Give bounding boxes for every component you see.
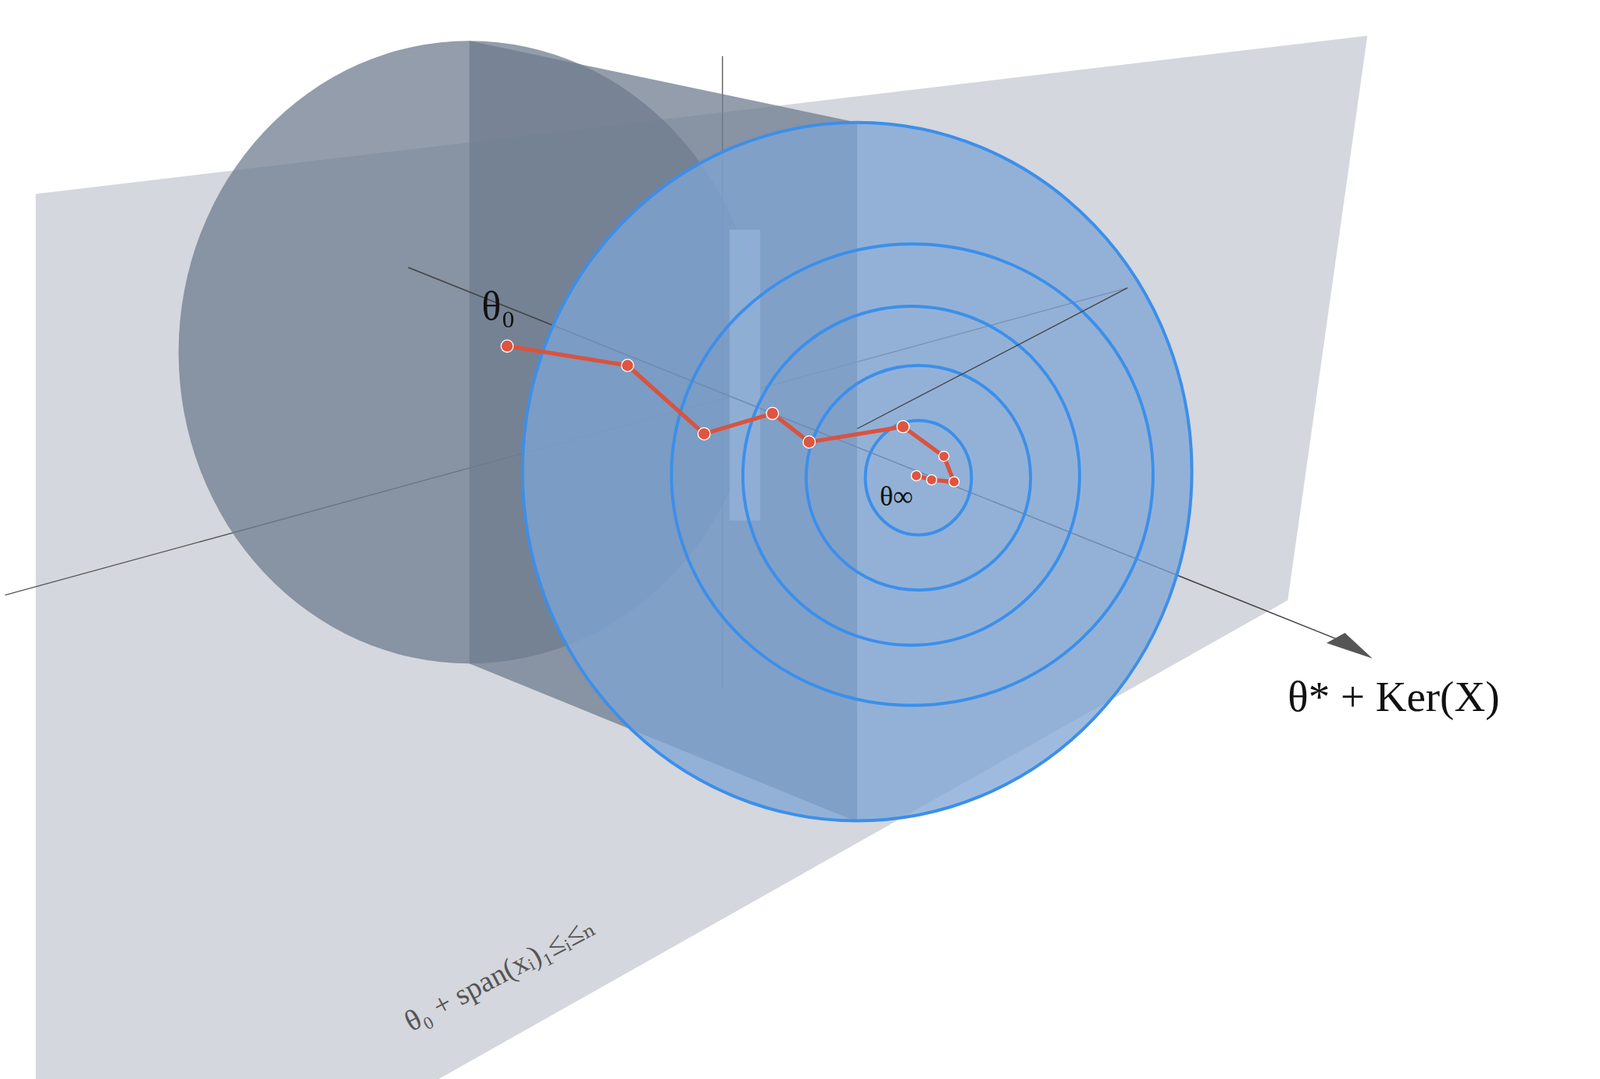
front-disk [522, 122, 1193, 822]
arrowhead [1326, 632, 1373, 659]
axis [857, 287, 1128, 429]
iterate-dots [500, 339, 959, 487]
limit-point-label: θ∞ [879, 481, 914, 513]
level-ring [671, 243, 1153, 706]
plane [35, 35, 1368, 1079]
level-ring [742, 306, 1080, 646]
start-point-label: θ₀ [481, 283, 515, 329]
kernel-axis-label: θ* + Ker(X) [1287, 673, 1500, 722]
gd-trajectory [507, 346, 954, 483]
level-ring [806, 365, 1031, 590]
level-ring [522, 122, 1193, 822]
